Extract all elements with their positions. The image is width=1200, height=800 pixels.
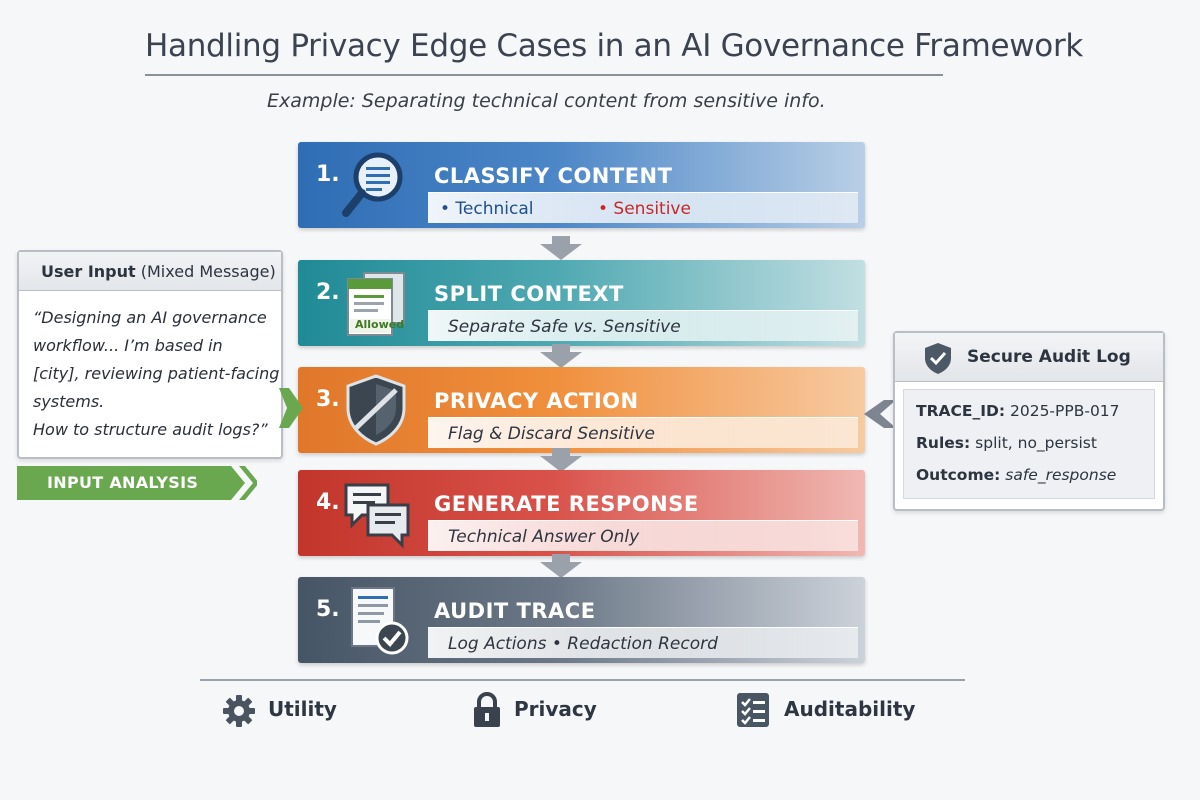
user-input-header: User Input (Mixed Message) <box>19 252 281 291</box>
tag-sensitive: • Sensitive <box>598 199 691 219</box>
audit-log-header: Secure Audit Log <box>895 333 1163 382</box>
user-input-panel: User Input (Mixed Message) “Designing an… <box>17 250 283 459</box>
outcome-label: Outcome: <box>916 466 1001 484</box>
message-line: [city], reviewing patient-facing <box>33 364 280 383</box>
chat-bubbles-icon <box>344 483 410 549</box>
step-title: PRIVACY ACTION <box>434 389 639 413</box>
step-subtitle-bar: • Technical • Sensitive <box>428 192 858 223</box>
step-subtitle-bar: Separate Safe vs. Sensitive <box>428 310 858 341</box>
step-number: 1. <box>316 162 340 187</box>
step-number: 4. <box>316 490 340 515</box>
down-arrow <box>540 554 582 578</box>
rules-line: Rules: split, no_persist <box>916 434 1097 452</box>
left-arrow <box>864 400 896 428</box>
step-subtitle: Technical Answer Only <box>448 527 640 547</box>
step-subtitle: Separate Safe vs. Sensitive <box>448 317 681 337</box>
gear-icon <box>223 695 255 727</box>
input-analysis-label: INPUT ANALYSIS <box>47 473 199 492</box>
step-subtitle: Log Actions • Redaction Record <box>448 634 718 654</box>
right-arrow <box>279 388 303 428</box>
trace-id-value: 2025-PPB-017 <box>1005 402 1120 420</box>
secure-audit-log-panel: Secure Audit Log TRACE_ID: 2025-PPB-017 … <box>893 331 1165 511</box>
outcome-line: Outcome: safe_response <box>916 466 1116 484</box>
input-analysis-banner: INPUT ANALYSIS <box>17 466 257 500</box>
footer-item-privacy: Privacy <box>472 692 612 728</box>
user-input-title-rest: (Mixed Message) <box>135 262 276 281</box>
step-classify-content: 1. CLASSIFY CONTENT • Technical • Sensit… <box>298 142 865 228</box>
user-input-title-bold: User Input <box>41 262 136 281</box>
trace-id-label: TRACE_ID: <box>916 402 1006 420</box>
document-check-icon <box>351 587 409 655</box>
lock-icon <box>474 692 500 727</box>
message-line: workflow... I’m based in <box>33 336 223 355</box>
footer-item-auditability: Auditability <box>736 692 916 728</box>
step-audit-trace: 5. AUDIT TRACE Log Actions • Redaction R… <box>298 577 865 663</box>
step-title: CLASSIFY CONTENT <box>434 164 673 188</box>
footer-item-utility: Utility <box>222 692 352 728</box>
step-subtitle: Flag & Discard Sensitive <box>448 424 655 444</box>
allowed-badge: Allowed <box>355 318 405 331</box>
footer-divider <box>200 679 965 681</box>
tag-technical: • Technical <box>440 199 534 219</box>
footer-label: Auditability <box>784 697 916 721</box>
footer-label: Privacy <box>514 697 597 721</box>
outcome-value: safe_response <box>1000 466 1117 484</box>
rules-value: split, no_persist <box>970 434 1097 452</box>
message-line: How to structure audit logs?” <box>33 420 268 439</box>
down-arrow <box>540 344 582 368</box>
step-subtitle-bar: Technical Answer Only <box>428 520 858 551</box>
step-privacy-action: 3. PRIVACY ACTION Flag & Discard Sensiti… <box>298 367 865 453</box>
shield-icon <box>346 374 406 446</box>
step-number: 3. <box>316 387 340 412</box>
documents-icon <box>347 272 405 336</box>
checklist-icon <box>737 693 769 727</box>
step-title: SPLIT CONTEXT <box>434 282 624 306</box>
rules-label: Rules: <box>916 434 971 452</box>
step-subtitle-bar: Log Actions • Redaction Record <box>428 627 858 658</box>
step-split-context: 2. Allowed SPLIT CONTEXT Separate Safe v… <box>298 260 865 346</box>
down-arrow <box>540 236 582 260</box>
down-arrow <box>540 448 582 472</box>
audit-log-title: Secure Audit Log <box>967 347 1131 367</box>
step-title: AUDIT TRACE <box>434 599 596 623</box>
trace-id-line: TRACE_ID: 2025-PPB-017 <box>916 402 1120 420</box>
page-subtitle: Example: Separating technical content fr… <box>267 90 826 112</box>
step-number: 2. <box>316 280 340 305</box>
user-input-title: User Input (Mixed Message) <box>41 262 276 281</box>
message-line: systems. <box>33 392 105 411</box>
audit-log-body: TRACE_ID: 2025-PPB-017 Rules: split, no_… <box>903 389 1155 499</box>
message-line: “Designing an AI governance <box>33 308 267 327</box>
step-title: GENERATE RESPONSE <box>434 492 699 516</box>
magnifier-document-icon <box>342 152 403 217</box>
title-divider <box>145 74 943 76</box>
step-number: 5. <box>316 597 340 622</box>
banner-shape <box>17 466 257 500</box>
step-subtitle-bar: Flag & Discard Sensitive <box>428 417 858 448</box>
shield-check-icon <box>925 343 951 374</box>
page-title: Handling Privacy Edge Cases in an AI Gov… <box>145 28 1084 64</box>
step-generate-response: 4. GENERATE RESPONSE Technical Answer On… <box>298 470 865 556</box>
footer-label: Utility <box>268 697 337 721</box>
